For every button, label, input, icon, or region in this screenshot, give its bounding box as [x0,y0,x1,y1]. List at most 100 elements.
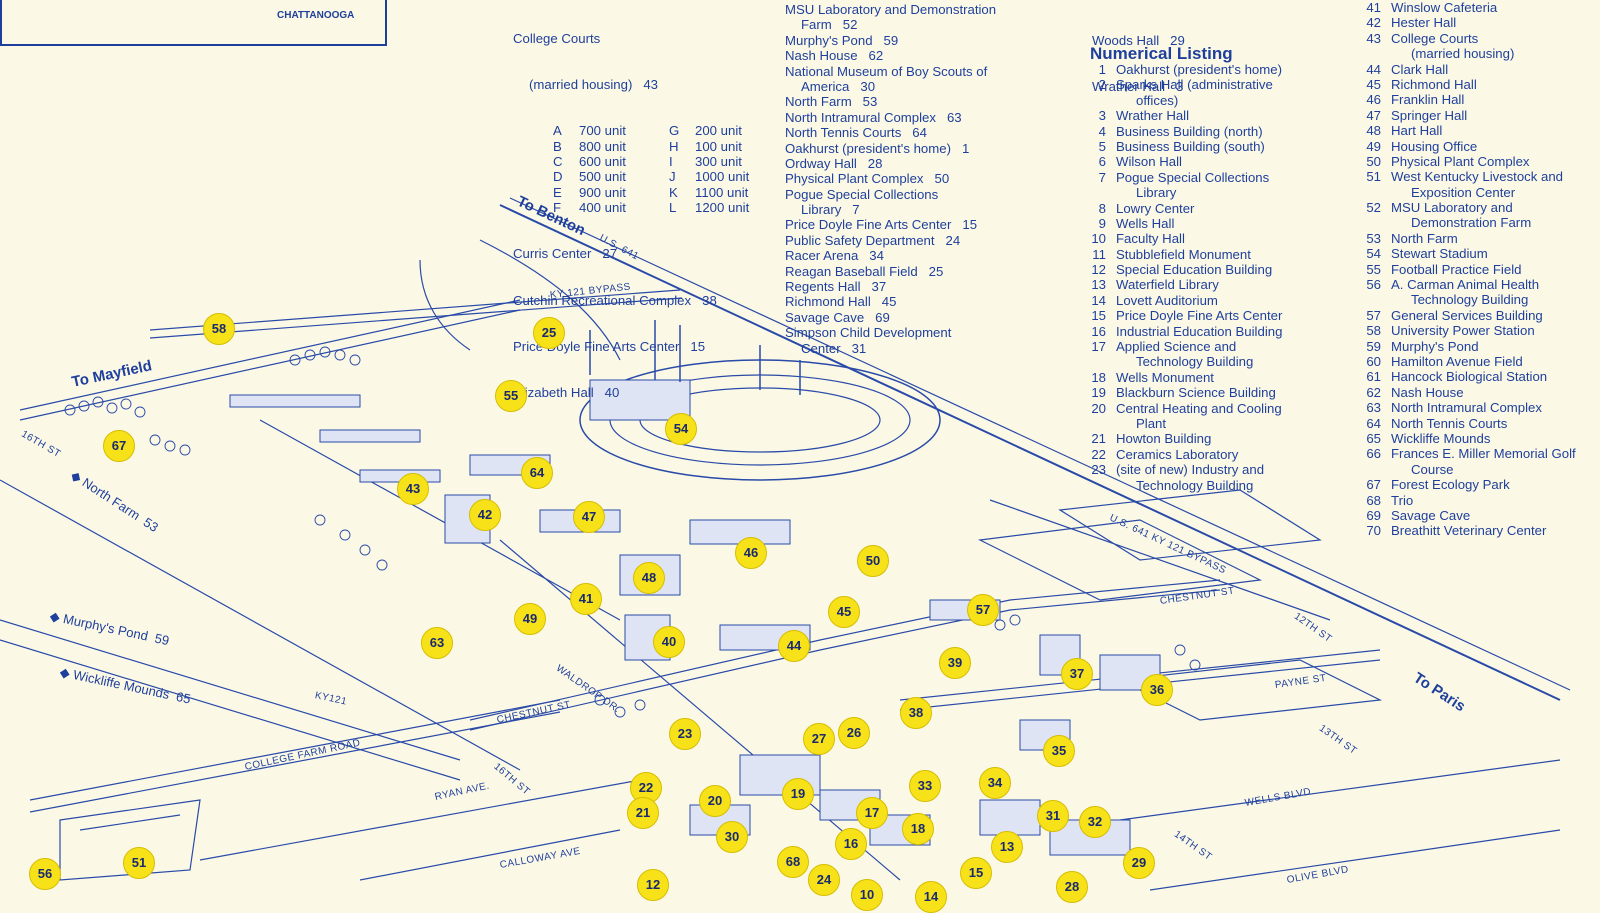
building-marker-10[interactable]: 10 [851,879,883,911]
building-marker-31[interactable]: 31 [1037,800,1069,832]
building-marker-15[interactable]: 15 [960,857,992,889]
list-item: Curris Center 27 [513,246,618,262]
list-item: Center 31 [801,340,867,356]
building-marker-33[interactable]: 33 [909,770,941,802]
building-marker-18[interactable]: 18 [902,813,934,845]
building-marker-32[interactable]: 32 [1079,806,1111,838]
building-marker-57[interactable]: 57 [967,594,999,626]
numerical-list-item: Technology Building [1136,354,1254,370]
building-marker-49[interactable]: 49 [514,603,546,635]
building-marker-26[interactable]: 26 [838,717,870,749]
list-item: Regents Hall 37 [785,279,887,295]
building-marker-38[interactable]: 38 [900,697,932,729]
building-marker-63[interactable]: 63 [421,627,453,659]
building-marker-14[interactable]: 14 [915,881,947,913]
building-marker-41[interactable]: 41 [570,583,602,615]
numerical-list-item: Technology Building [1411,292,1529,308]
building-marker-35[interactable]: 35 [1043,735,1075,767]
list-item: Woods Hall 29 [1092,32,1185,48]
inset-city-label: CHATTANOOGA [277,10,355,21]
building-marker-45[interactable]: 45 [828,596,860,628]
building-marker-25[interactable]: 25 [533,317,565,349]
list-item: Ordway Hall 28 [785,155,883,171]
list-item: MSU Laboratory and Demonstration [785,2,997,17]
building-marker-42[interactable]: 42 [469,499,501,531]
building-marker-20[interactable]: 20 [699,785,731,817]
numerical-list-item: Demonstration Farm [1411,215,1532,231]
building-marker-27[interactable]: 27 [803,723,835,755]
list-item: Physical Plant Complex 50 [785,171,950,187]
building-marker-16[interactable]: 16 [835,828,867,860]
building-marker-54[interactable]: 54 [665,413,697,445]
building-marker-47[interactable]: 47 [573,501,605,533]
building-marker-28[interactable]: 28 [1056,871,1088,903]
numerical-list-item: Course [1411,461,1454,477]
list-item: Racer Arena 34 [785,248,884,264]
building-marker-56[interactable]: 56 [29,858,61,890]
building-marker-51[interactable]: 51 [123,847,155,879]
list-item: North Intramural Complex 63 [785,109,962,125]
building-marker-46[interactable]: 46 [735,537,767,569]
building-marker-12[interactable]: 12 [637,869,669,901]
building-marker-17[interactable]: 17 [856,797,888,829]
building-marker-64[interactable]: 64 [521,457,553,489]
list-item: Public Safety Department 24 [785,232,961,248]
building-marker-39[interactable]: 39 [939,647,971,679]
list-item: North Farm 53 [785,94,878,110]
numerical-list-item: Exposition Center [1411,184,1516,200]
location-inset-map: CHATTANOOGA [0,0,387,46]
building-marker-48[interactable]: 48 [633,562,665,594]
building-marker-37[interactable]: 37 [1061,658,1093,690]
building-marker-40[interactable]: 40 [653,626,685,658]
building-marker-23[interactable]: 23 [669,718,701,750]
building-marker-58[interactable]: 58 [203,313,235,345]
building-marker-44[interactable]: 44 [778,630,810,662]
list-item: Wrather Hall 3 [1092,79,1184,95]
alpha-list-col3: Woods Hall 29 Wrather Hall 3 [1092,2,1185,110]
building-marker-34[interactable]: 34 [979,767,1011,799]
building-marker-67[interactable]: 67 [103,430,135,462]
building-marker-36[interactable]: 36 [1141,674,1173,706]
building-marker-50[interactable]: 50 [857,545,889,577]
building-marker-13[interactable]: 13 [991,831,1023,863]
building-marker-19[interactable]: 19 [782,778,814,810]
building-marker-68[interactable]: 68 [777,846,809,878]
building-marker-29[interactable]: 29 [1123,847,1155,879]
list-item: National Museum of Boy Scouts of [785,63,988,79]
list-item: Farm 52 [801,17,858,33]
building-marker-43[interactable]: 43 [397,473,429,505]
numerical-list-item: Library [1136,185,1177,201]
building-marker-30[interactable]: 30 [716,821,748,853]
building-marker-24[interactable]: 24 [808,864,840,896]
building-marker-55[interactable]: 55 [495,380,527,412]
building-marker-21[interactable]: 21 [627,797,659,829]
